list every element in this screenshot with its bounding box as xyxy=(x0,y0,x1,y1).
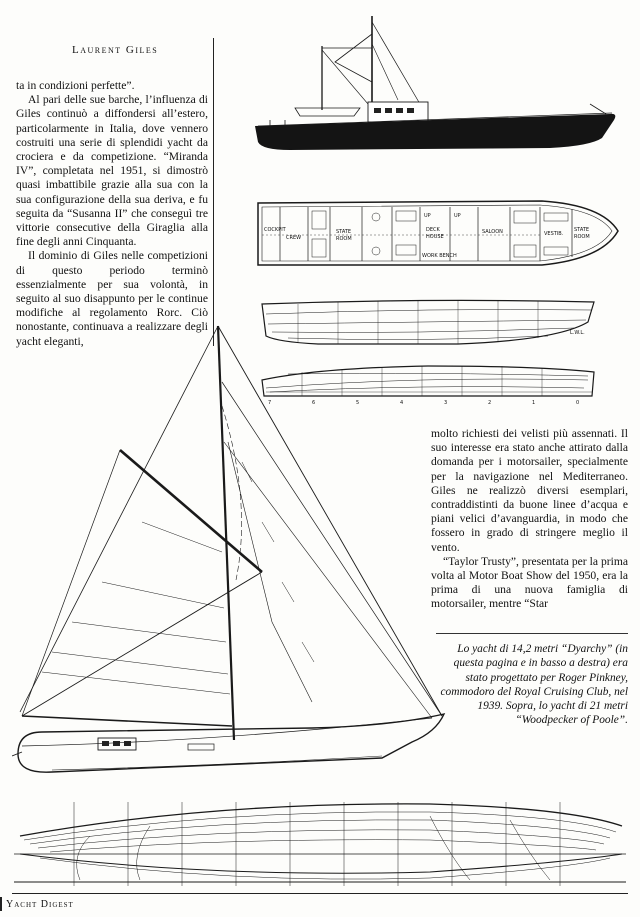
plan-label-up-2: UP xyxy=(454,213,461,219)
plan-label-deck: DECK xyxy=(426,227,441,233)
article-column-left: ta in condizioni perfette”. Al pari dell… xyxy=(16,79,208,349)
figure-caption: Lo yacht di 14,2 metri “Dyarchy” (in que… xyxy=(440,643,628,727)
plan-label-room: ROOM xyxy=(336,236,352,242)
accommodation-plan-drawing: COCKPIT CREW STATE ROOM UP DECK HOUSE UP… xyxy=(257,200,619,266)
plan-label-state: STATE xyxy=(336,229,351,235)
station-number: 3 xyxy=(444,400,447,406)
plan-label-cockpit: COCKPIT xyxy=(264,227,287,233)
station-number: 0 xyxy=(576,400,579,406)
station-number: 1 xyxy=(532,400,535,406)
paragraph: molto richiesti dei velisti più assennat… xyxy=(431,427,628,554)
running-footer-magazine: Yacht Digest xyxy=(6,899,74,910)
plan-label-up: UP xyxy=(424,213,431,219)
station-number: 4 xyxy=(400,400,403,406)
article-column-right: molto richiesti dei velisti più assennat… xyxy=(431,427,628,612)
plan-label-crew: CREW xyxy=(286,235,301,241)
plan-label-work-bench: WORK BENCH xyxy=(422,253,457,259)
paragraph: “Taylor Trusty”, presentata per la prima… xyxy=(431,554,628,611)
hull-lines-drawing-top: L.W.L. xyxy=(261,299,595,345)
footer-marker xyxy=(0,897,2,911)
paragraph: Al pari delle sue barche, l’influenza di… xyxy=(16,93,208,249)
hull-label-lwl: L.W.L. xyxy=(570,330,585,336)
paragraph: Il dominio di Giles nelle competizioni d… xyxy=(16,249,208,348)
plan-label-saloon: SALOON xyxy=(482,229,503,235)
caption-divider xyxy=(436,633,628,634)
plan-label-room-2: ROOM xyxy=(574,234,590,240)
column-divider xyxy=(213,38,214,346)
sail-plan-drawing xyxy=(12,325,446,773)
lines-plan-drawing xyxy=(14,802,626,886)
paragraph: ta in condizioni perfette”. xyxy=(16,79,135,92)
station-number: 5 xyxy=(356,400,359,406)
hull-lines-drawing-bottom: 7 6 5 4 3 2 1 0 xyxy=(261,365,595,406)
running-header-author: Laurent Giles xyxy=(72,44,159,56)
plan-label-state-2: STATE xyxy=(574,227,589,233)
plan-label-house: HOUSE xyxy=(426,234,444,240)
station-number: 7 xyxy=(268,400,271,406)
station-number: 2 xyxy=(488,400,491,406)
footer-divider xyxy=(12,893,628,894)
motorsailer-profile-drawing xyxy=(255,16,616,150)
plan-label-vestib: VESTIB. xyxy=(544,231,564,237)
station-number: 6 xyxy=(312,400,315,406)
